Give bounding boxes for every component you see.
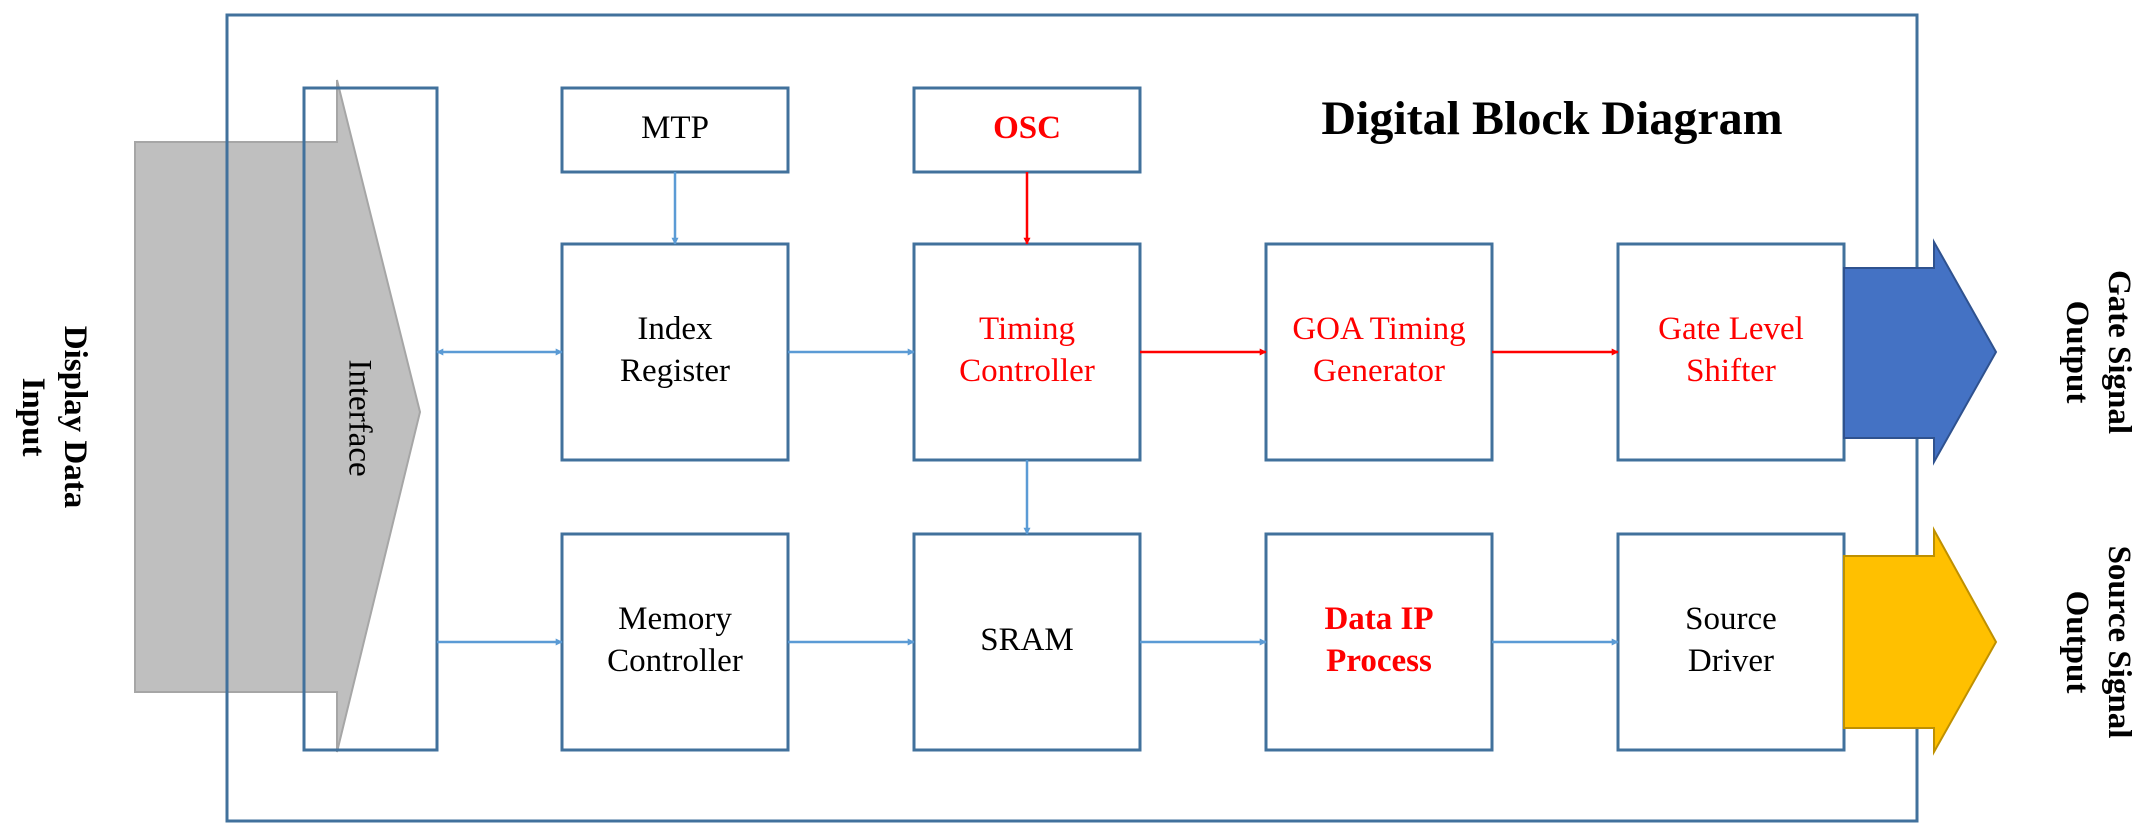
- label-line: GOA Timing: [1292, 311, 1465, 347]
- label-line: Display Data: [57, 326, 93, 508]
- label-line: Shifter: [1686, 353, 1776, 389]
- label-line: Gate Level: [1658, 311, 1804, 347]
- interface-box: [302, 86, 439, 752]
- label-line: Source Signal: [2101, 546, 2137, 739]
- label-line: Register: [620, 353, 730, 389]
- label-line: Controller: [959, 353, 1095, 389]
- label-line: Index: [637, 311, 713, 347]
- osc-label: OSC: [993, 110, 1061, 146]
- label-line: Gate Signal: [2101, 270, 2137, 434]
- display-data-input-label: Display DataInput: [15, 326, 93, 508]
- label-line: Driver: [1688, 643, 1774, 679]
- label-line: Input: [15, 378, 51, 457]
- label-line: Generator: [1313, 353, 1445, 389]
- mtp-label: MTP: [641, 110, 709, 146]
- label-line: Output: [2059, 591, 2095, 694]
- label-line: Process: [1326, 643, 1432, 679]
- sram-label: SRAM: [980, 622, 1074, 658]
- label-line: SRAM: [980, 622, 1074, 658]
- sram-box: [912, 532, 1142, 752]
- gate-level-shifter-box: [1616, 242, 1846, 462]
- data-ip-process-box: [1264, 532, 1494, 752]
- display-data-input-arrow: [134, 79, 422, 753]
- timing-controller-box: [912, 242, 1142, 462]
- memory-controller-box: [560, 532, 790, 752]
- gate-signal-output-label: Gate SignalOutput: [2059, 270, 2137, 434]
- label-line: Data IP: [1324, 601, 1433, 637]
- label-line: Controller: [607, 643, 743, 679]
- label-line: MTP: [641, 110, 709, 146]
- label-line: Source: [1685, 601, 1777, 637]
- interface-label: Interface: [341, 359, 377, 476]
- label-line: OSC: [993, 110, 1061, 146]
- label-line: Memory: [618, 601, 732, 637]
- label-line: Output: [2059, 301, 2095, 404]
- gate-signal-output-arrow: [1843, 238, 1998, 466]
- label-line: Timing: [979, 311, 1075, 347]
- mtp-box: [560, 86, 790, 174]
- source-signal-output-label: Source SignalOutput: [2059, 546, 2137, 739]
- source-signal-output-arrow: [1843, 526, 1998, 756]
- data-ip-process-label: Data IP Process: [1324, 601, 1433, 679]
- diagram-title: Digital Block Diagram: [1321, 92, 1782, 145]
